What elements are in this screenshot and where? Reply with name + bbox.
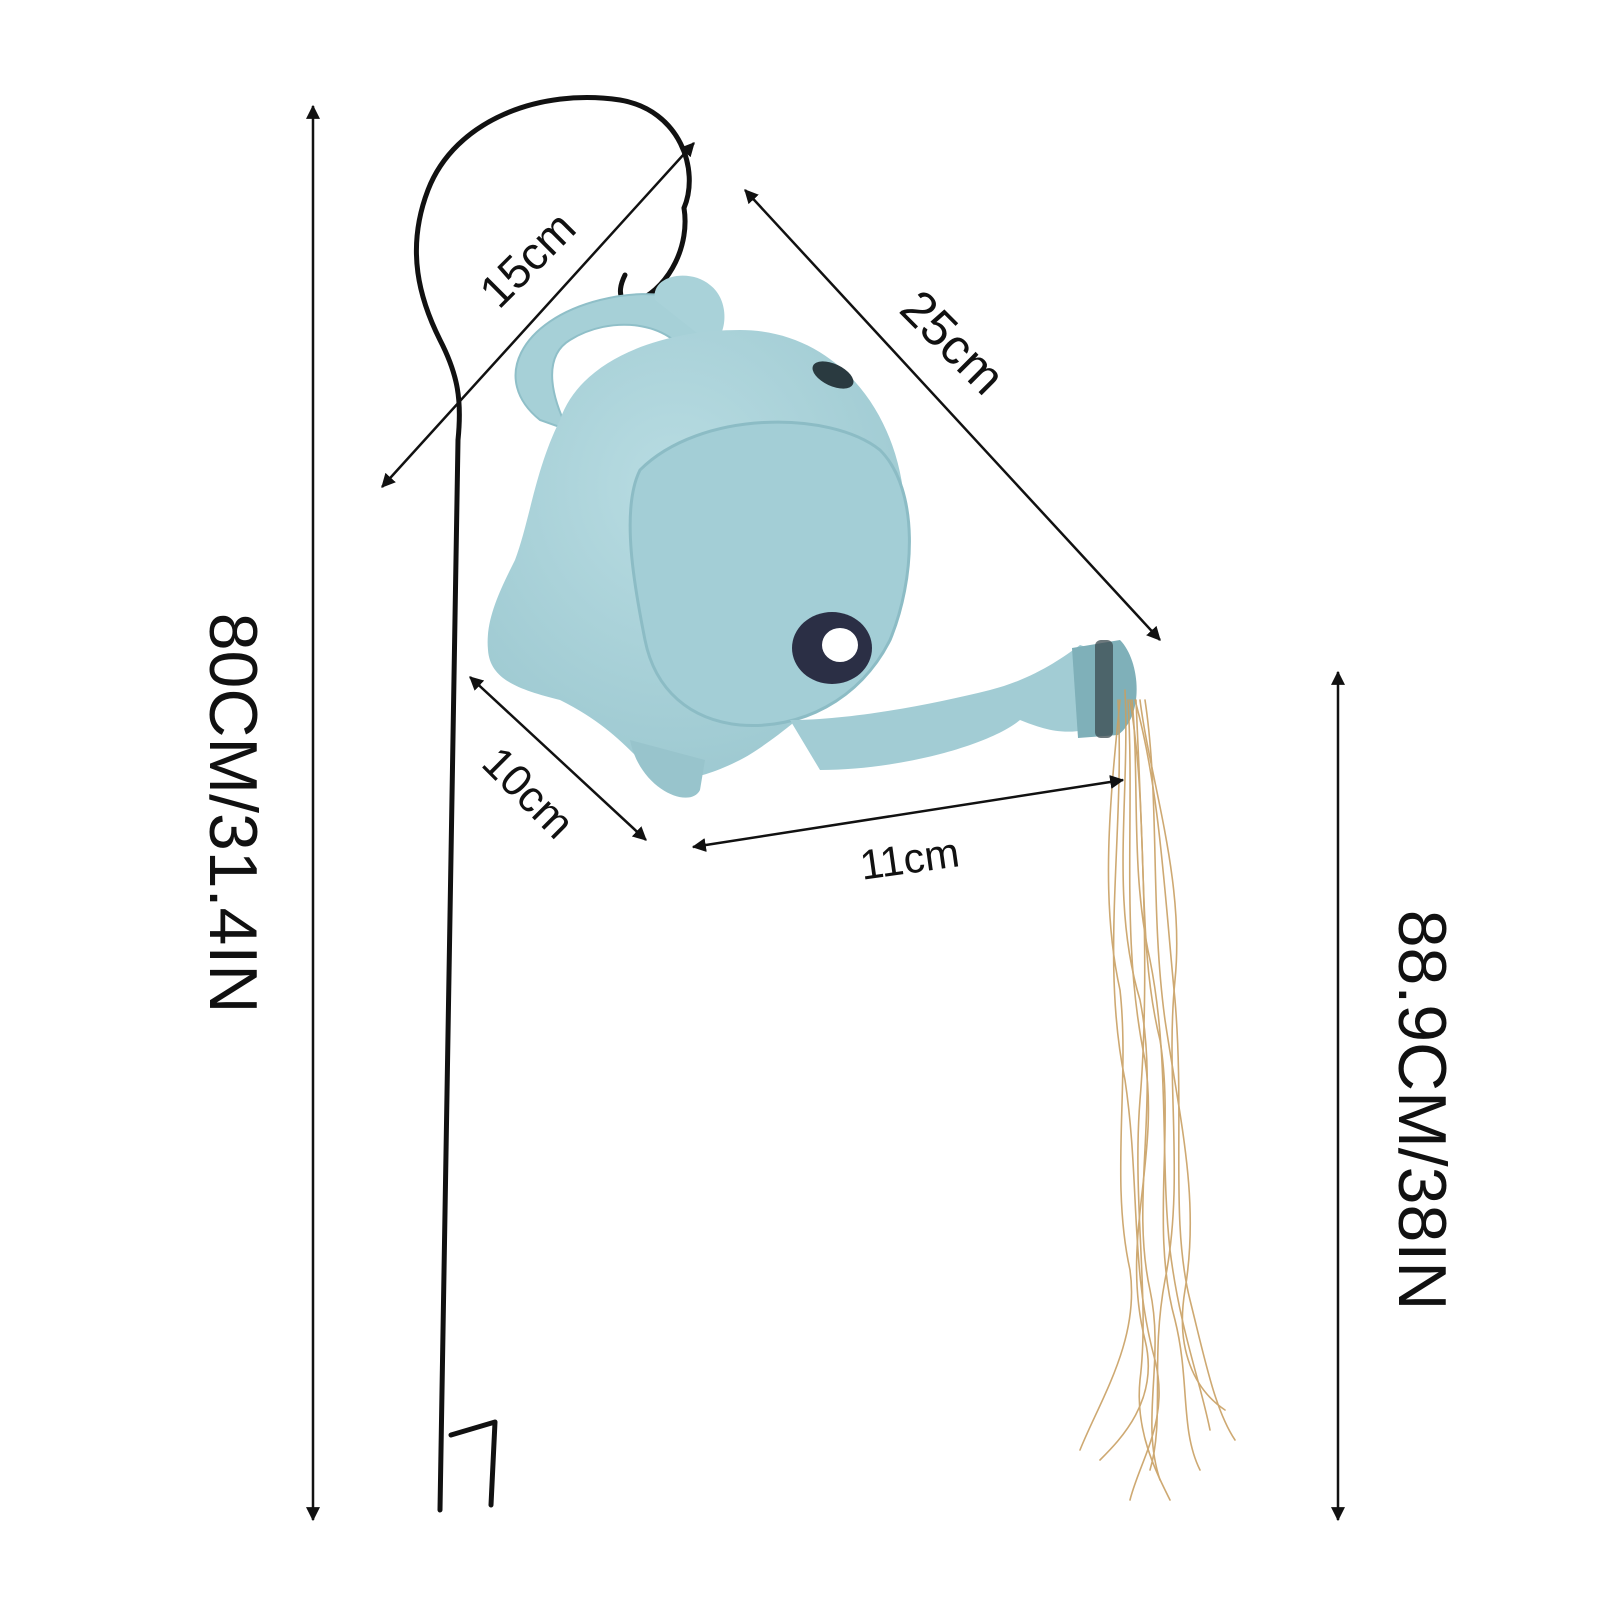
eye-icon bbox=[792, 612, 872, 684]
spout-length-arrow bbox=[691, 775, 1125, 852]
fairy-light-strands bbox=[1079, 689, 1236, 1501]
spout-length-label: 11cm bbox=[857, 828, 962, 888]
can-depth-label: 10cm bbox=[473, 738, 584, 849]
light-length-label: 88.9CM/38IN bbox=[1384, 910, 1460, 1311]
hook-width-label: 15cm bbox=[469, 201, 585, 317]
hook-width-arrow bbox=[381, 142, 695, 488]
dimension-lines bbox=[306, 104, 1345, 1522]
can-diagonal-label: 25cm bbox=[890, 279, 1016, 405]
can-depth-arrow bbox=[469, 676, 647, 841]
total-height-label: 80CM/31.4IN bbox=[195, 613, 271, 1014]
can-diagonal-arrow bbox=[744, 189, 1161, 641]
elephant-watering-can bbox=[487, 275, 1137, 798]
